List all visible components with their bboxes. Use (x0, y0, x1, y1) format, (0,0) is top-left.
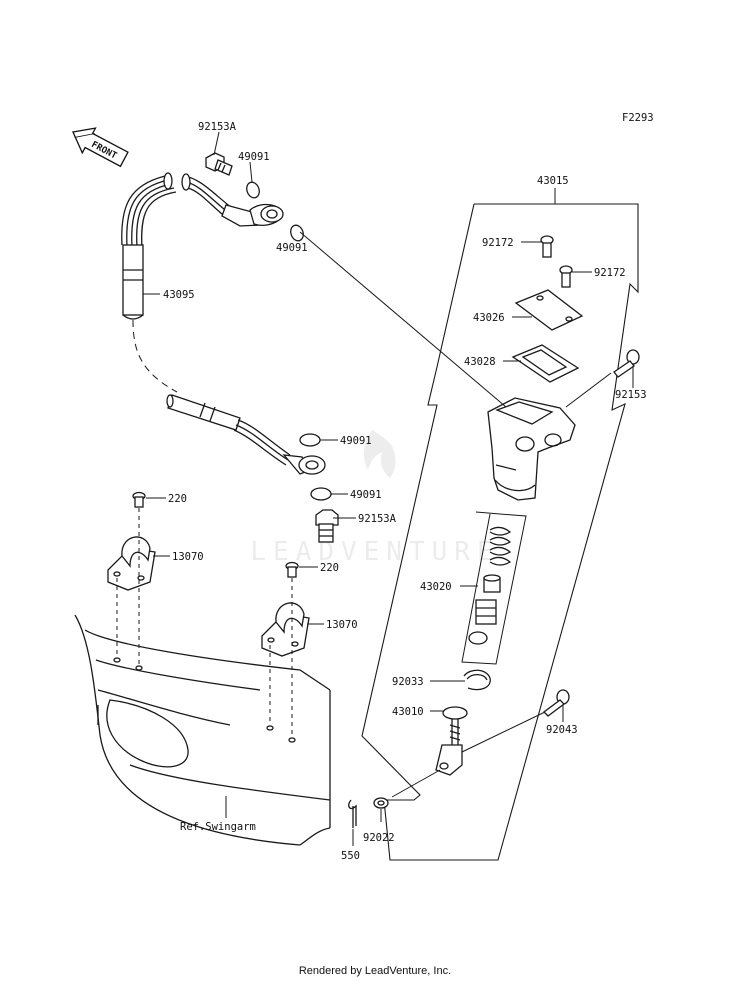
label-92022: 92022 (363, 832, 395, 844)
cotter-pin-550 (348, 799, 357, 828)
bolt-220-b (285, 561, 299, 578)
clevis-pin-92043 (543, 689, 570, 717)
diaphragm-43028 (511, 344, 580, 383)
label-220-a: 220 (168, 493, 187, 505)
washer-49091-c (299, 433, 321, 447)
leader-lines (143, 131, 634, 846)
washer-49091-a (246, 181, 260, 199)
label-13070-a: 13070 (172, 551, 204, 563)
label-92033: 92033 (392, 676, 424, 688)
label-49091-d: 49091 (350, 489, 382, 501)
figure-code: F2293 (622, 112, 654, 124)
washer-92022 (373, 797, 389, 809)
label-ref-swingarm: Ref.Swingarm (180, 821, 256, 833)
washer-49091-b (290, 224, 304, 242)
label-92172-b: 92172 (594, 267, 626, 279)
label-92153A-bottom: 92153A (358, 513, 397, 525)
watermark-text: LEADVENTURE (250, 537, 499, 567)
label-43010: 43010 (392, 706, 424, 718)
piston-kit-43020 (461, 511, 527, 665)
label-43028: 43028 (464, 356, 496, 368)
bolt-92153 (613, 349, 640, 378)
footer-credit: Rendered by LeadVenture, Inc. (299, 965, 451, 977)
reservoir-cap-43026 (514, 289, 584, 331)
label-49091-a: 49091 (238, 151, 270, 163)
banjo-bolt-92153A-top (205, 152, 233, 176)
label-92172-a: 92172 (482, 237, 514, 249)
push-rod-43010 (435, 706, 468, 776)
clamp-13070-b (261, 602, 310, 657)
screw-92172-a (540, 235, 554, 258)
label-49091-b: 49091 (276, 242, 308, 254)
label-49091-c: 49091 (340, 435, 372, 447)
label-92153A-top: 92153A (198, 121, 237, 133)
banjo-bolt-92153A-bottom (315, 509, 339, 543)
brake-hose-43095 (121, 172, 326, 475)
label-550: 550 (341, 850, 360, 862)
label-92153: 92153 (615, 389, 647, 401)
label-43026: 43026 (473, 312, 505, 324)
label-43020: 43020 (420, 581, 452, 593)
washer-49091-d (310, 487, 332, 501)
screw-92172-b (559, 265, 573, 288)
circlip-92033 (463, 669, 491, 691)
bolt-220-a (132, 491, 146, 508)
master-cylinder-body (487, 397, 576, 501)
assembly-frame-43015 (361, 188, 639, 861)
clamp-13070-a (107, 536, 156, 591)
label-43095: 43095 (163, 289, 195, 301)
mounting-guides (113, 508, 296, 743)
swingarm-reference (74, 614, 331, 846)
label-92043: 92043 (546, 724, 578, 736)
label-220-b: 220 (320, 562, 339, 574)
label-43015: 43015 (537, 175, 569, 187)
label-13070-b: 13070 (326, 619, 358, 631)
front-arrow-icon: FRONT (72, 127, 129, 168)
